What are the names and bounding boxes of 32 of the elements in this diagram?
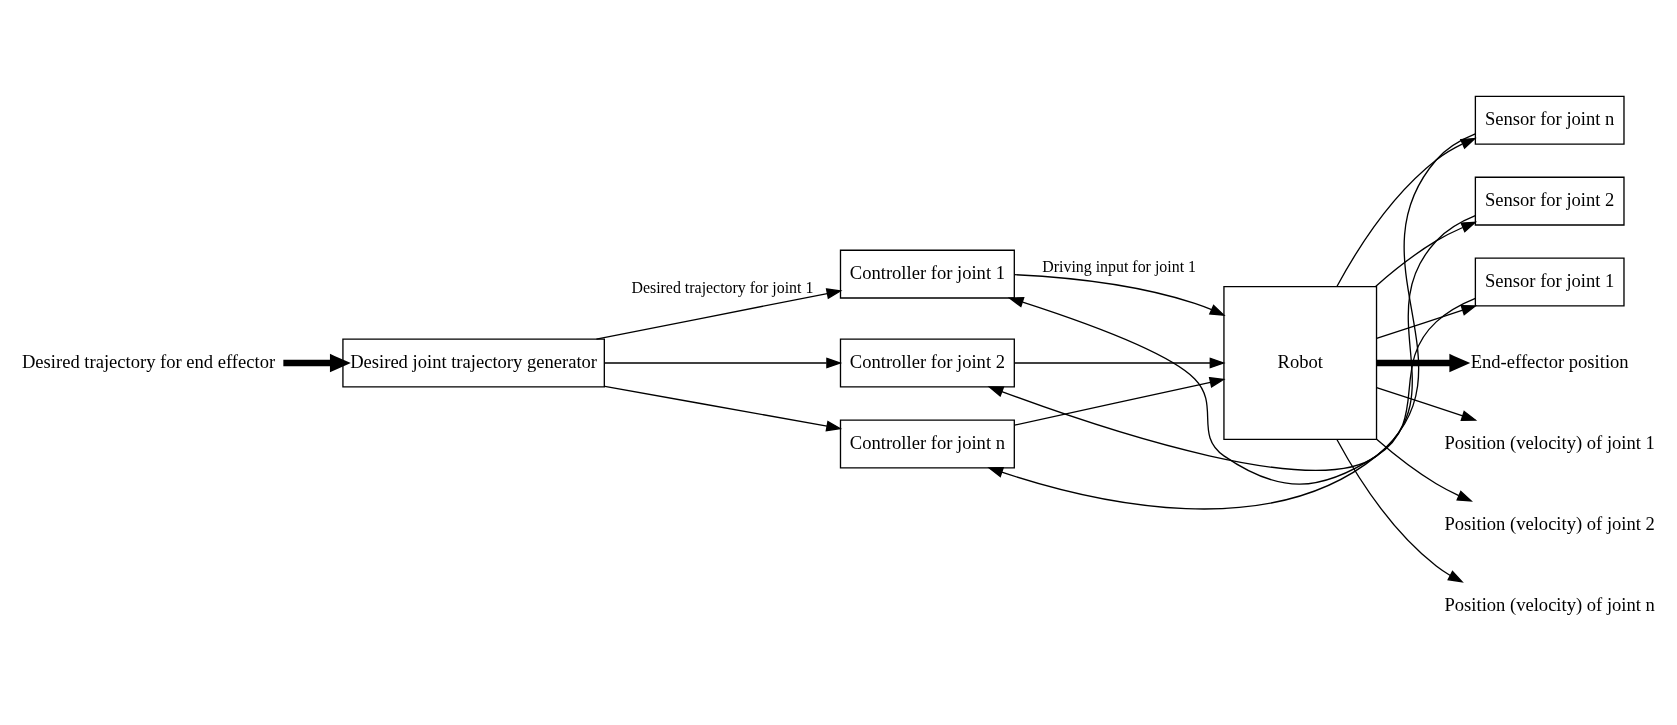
arrow (1336, 137, 1477, 287)
node-box: Robot (1223, 285, 1378, 440)
arrow (1375, 304, 1478, 339)
node-text: End-effector position (1470, 350, 1629, 372)
node-box: Desired joint trajectory generator (342, 337, 605, 388)
node-text: Position (velocity) of joint 2 (1444, 512, 1655, 534)
arrow (604, 385, 843, 432)
arrow (1013, 356, 1226, 369)
arrow (987, 214, 1476, 471)
arrow (1375, 386, 1478, 421)
arrow (987, 132, 1476, 509)
arrow (1007, 296, 1476, 485)
arrow (1375, 438, 1473, 502)
node-box: Sensor for joint n (1474, 95, 1625, 145)
arrow (1336, 438, 1464, 583)
node-box: Sensor for joint 1 (1474, 257, 1625, 307)
edge-label: Desired trajectory for joint 1 (631, 278, 814, 296)
node-text: Position (velocity) of joint 1 (1444, 431, 1655, 453)
arrow (1376, 353, 1471, 372)
arrow (1374, 221, 1478, 287)
node-box: Controller for joint n (839, 418, 1015, 468)
arrow (1013, 273, 1226, 316)
arrow (604, 356, 843, 369)
node-box: Sensor for joint 2 (1474, 176, 1625, 226)
arrow (595, 287, 843, 340)
arrow (1013, 376, 1226, 426)
node-text: Desired trajectory for end effector (21, 350, 276, 372)
edge-label: Driving input for joint 1 (1042, 257, 1197, 275)
node-text: Position (velocity) of joint n (1444, 593, 1655, 615)
node-box: Controller for joint 1 (839, 249, 1015, 299)
node-box: Controller for joint 2 (839, 337, 1015, 388)
arrow (283, 353, 351, 372)
